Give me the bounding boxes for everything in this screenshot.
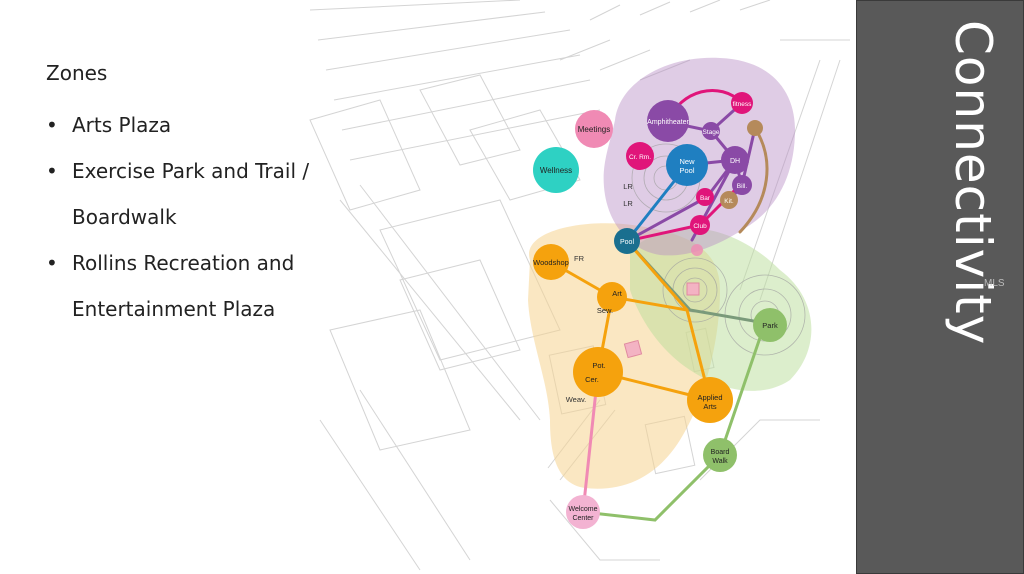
node-label: Park (762, 321, 778, 330)
node-label: Amphitheater (647, 119, 689, 126)
node-label: Meetings (578, 125, 610, 134)
zone-item-exercise-park: • Exercise Park and Trail / Boardwalk (46, 148, 326, 240)
node-dh[interactable]: DH (721, 146, 749, 174)
node-bar[interactable]: Bar (696, 188, 714, 206)
node-welcome-center[interactable]: Welcome Center (566, 495, 600, 529)
node-label: Bill. (737, 183, 748, 190)
node-label: Stage (703, 129, 720, 136)
room-label-lr: LR (623, 199, 633, 208)
node-wellness[interactable]: Wellness (533, 147, 579, 193)
mls-watermark: MLS (984, 278, 1005, 289)
node-label: Pot. (592, 361, 605, 370)
node-label: fitness (733, 101, 753, 108)
node-label: Wellness (540, 166, 572, 175)
node-label: Walk (712, 458, 728, 465)
node-park[interactable]: Park (753, 308, 787, 342)
node-club[interactable]: Club (690, 215, 710, 235)
node-label: DH (730, 158, 740, 165)
node-pool[interactable]: Pool (614, 228, 640, 254)
node-label: Cer. (585, 375, 599, 384)
node-label: Board (711, 449, 730, 456)
node-label: Center (572, 515, 594, 522)
zone-item-rollins-recreation: • Rollins Recreation and Entertainment P… (46, 240, 326, 332)
zones-heading: Zones (46, 61, 108, 85)
node-meetings[interactable]: Meetings (575, 110, 613, 148)
pink-square-marker (686, 282, 700, 296)
node-woodshop[interactable]: Woodshop (533, 244, 569, 280)
node-label: Woodshop (533, 258, 569, 267)
node-new-pool[interactable]: New Pool (666, 144, 708, 186)
node-stage[interactable]: Stage (702, 122, 720, 140)
connectivity-diagram: Meetings Wellness Amphitheater fitness S… (309, 0, 850, 571)
connector-green-trail (581, 321, 767, 522)
pink-square-marker (623, 339, 643, 359)
node-label: Bar (700, 195, 711, 202)
zone-label: Rollins Recreation and (72, 251, 295, 275)
node-art-sewing[interactable]: Art Sew. (597, 282, 627, 315)
node-kitchen[interactable]: Kit. (720, 191, 738, 209)
bullet-icon: • (46, 251, 58, 275)
node-applied-arts[interactable]: Applied Arts (687, 377, 733, 423)
node-label: Arts (703, 402, 717, 411)
room-label-weaving: Weav. (566, 395, 587, 404)
node-crafts-room[interactable]: Cr. Rm. (626, 142, 654, 170)
slide-title: Connectivity (944, 20, 1002, 346)
node-pottery-ceramics[interactable]: Pot. Cer. (573, 347, 623, 397)
room-label-fr: FR (574, 254, 585, 263)
node-label: Pool (620, 239, 634, 246)
node-label: Applied (697, 393, 722, 402)
zones-list: Zones • Arts Plaza • Exercise Park and T… (46, 58, 326, 332)
node-label: New (679, 157, 695, 166)
node-label: Pool (679, 166, 694, 175)
node-fitness[interactable]: fitness (731, 92, 753, 114)
node-label: Cr. Rm. (629, 154, 651, 161)
slide-title-wrap: Connectivity (882, 20, 1002, 345)
zone-item-arts-plaza: • Arts Plaza (46, 102, 326, 148)
connector-brown-arc (738, 126, 769, 234)
node-label: Welcome (568, 506, 597, 513)
zone-label-continued: Entertainment Plaza (72, 297, 276, 321)
node-billiards[interactable]: Bill. (732, 175, 752, 195)
zone-label-continued: Boardwalk (72, 205, 177, 229)
zone-label: Exercise Park and Trail / (72, 159, 310, 183)
bullet-icon: • (46, 113, 58, 137)
node-label: Club (693, 223, 707, 230)
node-brown-dot[interactable] (747, 120, 763, 136)
room-label-lr: LR (623, 182, 633, 191)
zone-label: Arts Plaza (72, 113, 172, 137)
zones-bullets: • Arts Plaza • Exercise Park and Trail /… (46, 102, 326, 332)
node-amphitheater[interactable]: Amphitheater (647, 100, 689, 142)
bullet-icon: • (46, 159, 58, 183)
node-label: Kit. (724, 198, 734, 205)
title-sidebar: Connectivity (856, 0, 1024, 574)
node-label: Sew. (597, 306, 613, 315)
node-pink-dot[interactable] (691, 244, 703, 256)
node-boardwalk[interactable]: Board Walk (703, 438, 737, 472)
node-label: Art (612, 289, 623, 298)
